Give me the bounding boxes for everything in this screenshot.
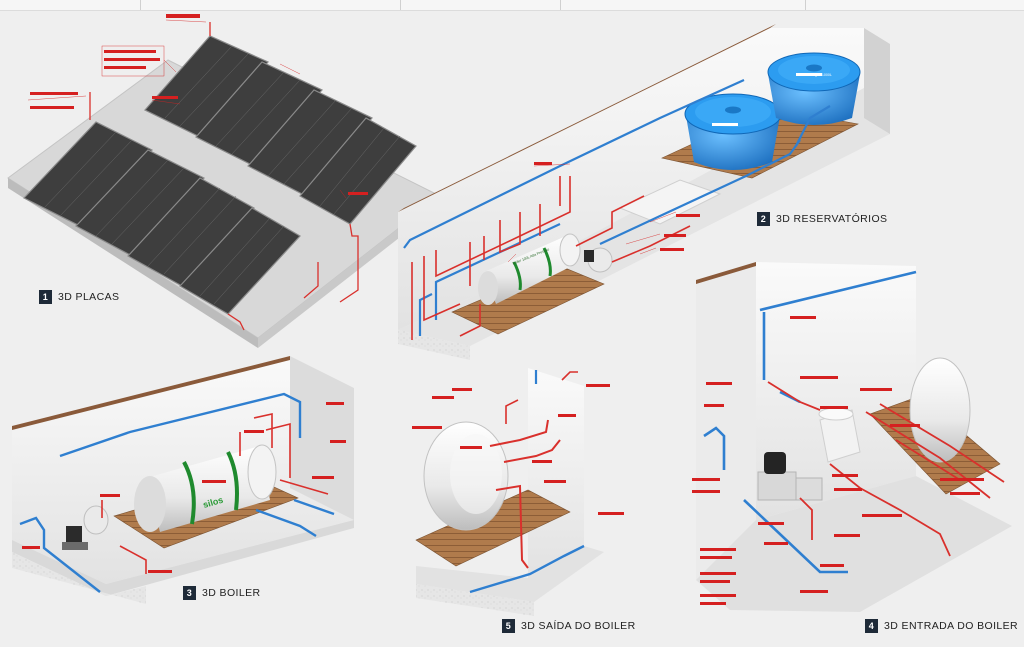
panel-label-4: 4 3D ENTRADA DO BOILER <box>865 619 1018 633</box>
panel-3-boiler: silos <box>12 356 354 604</box>
p3-wall-top <box>12 356 290 430</box>
panel-5-boiler-outlet <box>412 368 624 616</box>
water-tank-left <box>684 93 782 170</box>
panel-2-blue-pipes <box>403 78 831 336</box>
p5-back-wall <box>528 368 584 578</box>
panel-3-annotation-marks <box>22 402 346 573</box>
panel-1-annotations <box>27 19 347 199</box>
p3-slab <box>12 552 146 604</box>
panel-number-4: 4 <box>865 619 878 633</box>
boiler-tank-3: silos <box>134 444 277 532</box>
panel-3-blue-pipes <box>19 392 335 593</box>
panel-label-2: 2 3D RESERVATÓRIOS <box>757 212 887 226</box>
tank-tag-label: Caixa d'água 1000L <box>800 73 832 77</box>
p4-wall-top <box>696 262 756 284</box>
panel-2-reservoirs <box>398 24 890 360</box>
concrete-base-block <box>618 179 722 225</box>
room-right-wall <box>864 28 890 134</box>
panel-4-red-pipes <box>767 381 1005 557</box>
panel-number-5: 5 <box>502 619 515 633</box>
panel-4-annotation-marks <box>692 316 984 605</box>
panel-number-1: 1 <box>39 290 52 304</box>
panel-label-3: 3 3D BOILER <box>183 586 260 600</box>
boiler-tank-2 <box>478 233 581 305</box>
p5-floor <box>416 546 604 602</box>
p5-slab <box>416 584 534 616</box>
p3-right-wall <box>290 356 354 520</box>
boiler-end-cap-4 <box>909 357 971 463</box>
panel-title-3: 3D BOILER <box>202 587 261 599</box>
panel-5-pipes <box>469 370 585 594</box>
panel-3-red-pipes <box>101 413 329 574</box>
pump-unit-4 <box>757 452 823 501</box>
p4-left-wall <box>696 262 756 580</box>
solar-collector-front-row <box>23 121 301 315</box>
panel-title-4: 3D ENTRADA DO BOILER <box>884 620 1019 632</box>
p4-back-wall <box>756 262 916 520</box>
panel-1-annotation-marks <box>30 14 368 195</box>
panel-grid-lines <box>43 45 401 305</box>
boiler-end-cap-5 <box>423 421 509 531</box>
panel-number-2: 2 <box>757 212 770 226</box>
panel-label-5: 5 3D SAÍDA DO BOILER <box>502 619 636 633</box>
panel-4-boiler-inlet <box>692 262 1012 612</box>
room-front-slab <box>398 330 470 360</box>
room-wall-top-edge <box>398 24 776 212</box>
panel-5-annotation-marks <box>412 384 624 515</box>
panel-1-solar-panels <box>7 14 441 348</box>
water-tank-right <box>767 52 861 125</box>
panel-2-red-pipes <box>411 176 691 340</box>
solar-collector-back-row <box>144 35 417 225</box>
panel-title-2: 3D RESERVATÓRIOS <box>776 213 888 225</box>
roof-slab-side <box>258 196 440 348</box>
panel-title-5: 3D SAÍDA DO BOILER <box>521 620 636 632</box>
tank-right-tag <box>796 73 822 76</box>
panel-2-annotation-marks <box>534 162 700 251</box>
pump-unit-2 <box>584 247 613 273</box>
panel-label-1: 1 3D PLACAS <box>39 290 119 304</box>
panel-1-pipes <box>89 22 359 331</box>
p4-floor <box>696 476 1012 612</box>
expansion-vessel <box>818 407 861 463</box>
panel-number-3: 3 <box>183 586 196 600</box>
top-toolbar-strip <box>0 0 1024 11</box>
tank-left-tag <box>712 123 738 126</box>
panel-title-1: 3D PLACAS <box>58 291 120 303</box>
